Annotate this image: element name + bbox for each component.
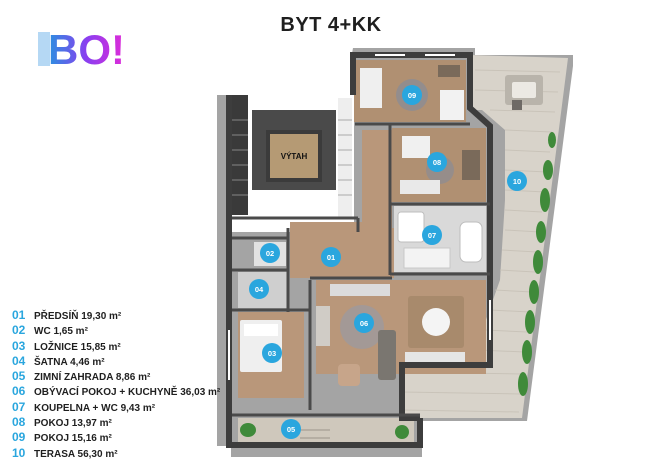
legend-item: 10 TERASA 56,30 m² <box>12 446 220 461</box>
legend-number: 02 <box>12 323 26 338</box>
room-badge-02: 02 <box>260 243 280 263</box>
logo: BO! REALITY & FINANCE <box>38 26 125 72</box>
room-badge-05: 05 <box>281 419 301 439</box>
legend-label: ZIMNÍ ZAHRADA 8,86 m² <box>34 372 151 384</box>
legend-number: 05 <box>12 369 26 384</box>
svg-text:02: 02 <box>266 249 274 258</box>
room-badge-07: 07 <box>422 225 442 245</box>
legend-item: 02 WC 1,65 m² <box>12 323 220 338</box>
legend-label: POKOJ 13,97 m² <box>34 418 112 430</box>
legend-number: 01 <box>12 308 26 322</box>
legend-item: 07 KOUPELNA + WC 9,43 m² <box>12 400 220 415</box>
svg-text:07: 07 <box>428 231 436 240</box>
elevator-label: VÝTAH <box>281 152 308 161</box>
elevator-cabin <box>270 134 318 178</box>
room-legend: 01 PŘEDSÍŇ 19,30 m² 02 WC 1,65 m² 03 LOŽNIC… <box>12 308 220 461</box>
room-badge-10: 10 <box>507 171 527 191</box>
legend-label: KOUPELNA + WC 9,43 m² <box>34 402 156 414</box>
legend-number: 04 <box>12 353 26 368</box>
legend-label: PŘEDSÍŇ 19,30 m² <box>34 311 122 322</box>
svg-text:10: 10 <box>513 177 521 186</box>
legend-item: 08 POKOJ 13,97 m² <box>12 415 220 430</box>
svg-text:05: 05 <box>287 425 295 434</box>
legend-label: POKOJ 15,16 m² <box>34 433 112 445</box>
legend-label: WC 1,65 m² <box>34 326 88 338</box>
room-badge-09: 09 <box>402 85 422 105</box>
legend-item: 04 ŠATNA 4,46 m² <box>12 354 220 369</box>
legend-item: 03 LOŽNICE 15,85 m² <box>12 339 220 354</box>
logo-tagline-1: REALITY <box>38 44 44 66</box>
legend-label: ŠATNA 4,46 m² <box>34 356 105 368</box>
legend-label: OBÝVACÍ POKOJ + KUCHYNĚ 36,03 m² <box>34 387 221 399</box>
room-01-floor <box>290 228 394 278</box>
room-badge-01: 01 <box>321 247 341 267</box>
legend-label: LOŽNICE 15,85 m² <box>34 341 121 353</box>
svg-text:08: 08 <box>433 158 441 167</box>
legend-number: 10 <box>12 445 26 460</box>
logo-mark: BO! <box>48 26 125 72</box>
room-badge-04: 04 <box>249 279 269 299</box>
legend-item: 06 OBÝVACÍ POKOJ + KUCHYNĚ 36,03 m² <box>12 384 220 399</box>
legend-number: 03 <box>12 338 26 353</box>
legend-item: 09 POKOJ 15,16 m² <box>12 430 220 445</box>
svg-text:03: 03 <box>268 349 276 358</box>
svg-text:04: 04 <box>255 285 264 294</box>
svg-text:06: 06 <box>360 319 368 328</box>
legend-label: TERASA 56,30 m² <box>34 448 118 460</box>
legend-number: 09 <box>12 430 26 445</box>
svg-text:09: 09 <box>408 91 416 100</box>
legend-number: 08 <box>12 415 26 430</box>
svg-text:01: 01 <box>327 253 335 262</box>
room-badge-03: 03 <box>262 343 282 363</box>
room-badge-08: 08 <box>427 152 447 172</box>
page-title: BYT 4+KK <box>280 14 382 36</box>
room-badge-06: 06 <box>354 313 374 333</box>
logo-tagline-2: & FINANCE <box>43 38 49 66</box>
legend-item: 05 ZIMNÍ ZAHRADA 8,86 m² <box>12 369 220 384</box>
legend-item: 01 PŘEDSÍŇ 19,30 m² <box>12 308 220 323</box>
legend-number: 07 <box>12 399 26 414</box>
legend-number: 06 <box>12 384 26 399</box>
